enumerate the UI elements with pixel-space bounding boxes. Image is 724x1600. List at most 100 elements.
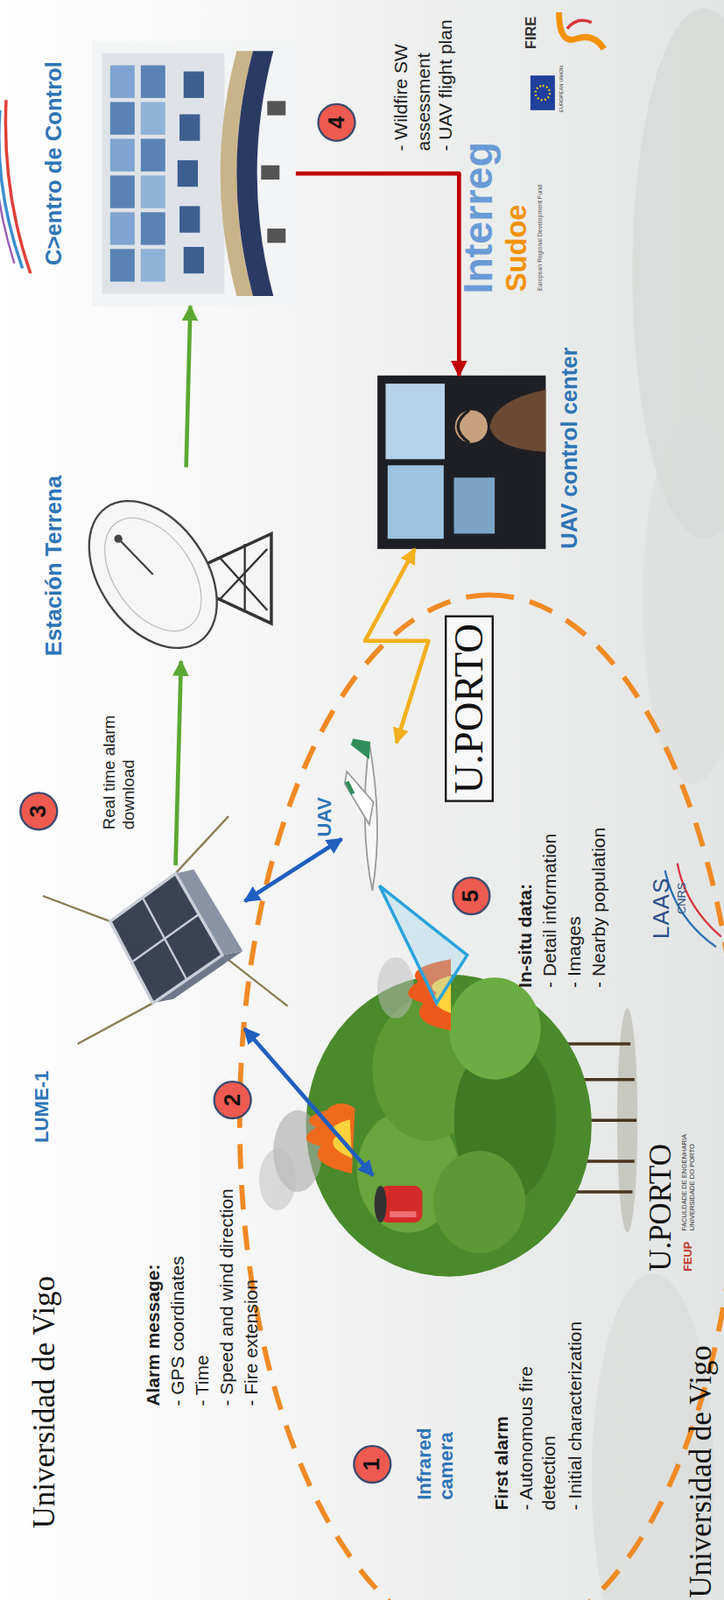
antenna xyxy=(175,815,229,873)
screen xyxy=(385,383,445,459)
monitor xyxy=(140,138,166,171)
list-item: - Images xyxy=(563,915,586,988)
antenna xyxy=(42,895,111,921)
tree-trunk xyxy=(566,1041,631,1045)
list-item: - Initial characterization xyxy=(565,1321,588,1511)
logo-text: FEUP xyxy=(681,1241,695,1272)
list-item: - Detail information xyxy=(539,833,562,988)
node-box: LUME-1 xyxy=(102,864,246,1028)
node-label: Estación Terrena xyxy=(41,475,67,656)
list-item: - Fire extension xyxy=(240,1279,263,1406)
dish xyxy=(63,477,244,672)
logo-text: EUROPEAN UNION xyxy=(557,65,564,113)
logo-text: Universidad de Vigo xyxy=(683,1344,717,1598)
logo-text: FIRE xyxy=(522,16,541,50)
callout-number: 5 xyxy=(451,876,491,915)
list-item: - GPS coordinates xyxy=(167,1255,190,1406)
list-heading: Alarm message: xyxy=(142,1264,165,1406)
uav-control-photo xyxy=(377,375,546,549)
node-label: C>entro de Control xyxy=(41,61,67,266)
dish-tower xyxy=(219,556,268,611)
connector-arrow xyxy=(186,306,191,468)
monitor xyxy=(110,211,135,245)
logo-text: U.PORTO xyxy=(642,1143,676,1272)
decor-arc xyxy=(0,110,23,269)
monitor xyxy=(140,211,166,245)
list-item: - Speed and wind direction xyxy=(216,1187,239,1406)
logo-text: Universidad de Vigo xyxy=(26,1275,60,1529)
node-label: Infrared camera xyxy=(413,1405,458,1500)
control-photo xyxy=(91,41,296,307)
solar-panel xyxy=(142,897,187,979)
chair xyxy=(267,228,286,243)
node-box: C>entro de Control xyxy=(91,41,296,307)
node-label: LUME-1 xyxy=(30,1070,53,1143)
monitor xyxy=(140,175,166,208)
uav-wing xyxy=(344,771,374,825)
screen xyxy=(387,464,444,539)
fire-logo xyxy=(567,20,592,29)
connector-arrow xyxy=(295,173,459,376)
antenna xyxy=(222,955,289,1006)
logo-text: CNRS xyxy=(674,882,689,914)
logo-text: FACULDADE DE ENGENHARIA UNIVERSIDADE DO … xyxy=(680,1112,696,1231)
logo-text: Sudoe xyxy=(501,204,534,293)
antenna xyxy=(77,1002,154,1044)
logo-text: U.PORTO xyxy=(444,615,494,802)
decor-arc xyxy=(0,130,15,263)
dish-tower xyxy=(219,548,268,600)
node-box: Infrared camera xyxy=(369,1174,427,1232)
monitor xyxy=(110,65,135,99)
dashed-region xyxy=(239,594,724,1600)
monitor xyxy=(183,71,204,99)
flame xyxy=(331,1118,352,1158)
control-wall xyxy=(102,53,225,295)
smoke xyxy=(259,1148,296,1210)
logo-text: Interreg xyxy=(455,141,500,295)
chair xyxy=(267,100,286,115)
node-box: UAV control center xyxy=(377,375,546,549)
eu-flag xyxy=(530,75,556,111)
monitor xyxy=(179,205,200,232)
operator xyxy=(455,409,488,443)
smoke xyxy=(377,956,415,1019)
node-box: Estación Terrena xyxy=(91,467,276,661)
flame xyxy=(306,1103,356,1174)
list-item: - UAV flight plan xyxy=(435,19,458,151)
logo-text: European Regional Development Fund xyxy=(536,184,544,291)
monitor xyxy=(177,160,198,187)
dish-feed xyxy=(119,541,153,575)
forest xyxy=(449,977,542,1080)
monitor xyxy=(140,248,166,282)
dish xyxy=(84,499,221,648)
callout-number: 3 xyxy=(19,791,58,830)
connector-arrow xyxy=(245,838,343,901)
node-label: UAV xyxy=(313,796,336,837)
monitor xyxy=(140,65,166,99)
eu-stars xyxy=(535,85,550,100)
monitor xyxy=(110,102,135,135)
callout-number: 2 xyxy=(213,1080,253,1119)
dish-feed xyxy=(114,534,123,543)
node-label: UAV control center xyxy=(556,347,583,549)
callout-number: 1 xyxy=(352,1444,392,1484)
monitor xyxy=(110,175,135,208)
uav-tail xyxy=(351,738,371,760)
list-item: - Wildfire SW assessment xyxy=(390,23,435,152)
callout-number: 4 xyxy=(316,103,356,142)
connector-arrow xyxy=(175,660,182,865)
list-item: - Time xyxy=(191,1354,214,1406)
dish-tower xyxy=(243,543,246,611)
uav-stripe xyxy=(346,781,353,795)
monitor xyxy=(140,102,166,135)
forest xyxy=(433,1150,526,1253)
camera-icon xyxy=(389,1210,416,1217)
list-item: - Autonomous fire detection xyxy=(516,1341,561,1510)
list-heading: In-situ data: xyxy=(514,883,537,988)
logo-text: LAAS xyxy=(648,877,676,939)
connector-arrow xyxy=(365,548,429,743)
tree-trunk xyxy=(571,1189,633,1193)
edge-label: Real time alarm download xyxy=(98,696,139,830)
satellite-body xyxy=(110,872,223,1003)
